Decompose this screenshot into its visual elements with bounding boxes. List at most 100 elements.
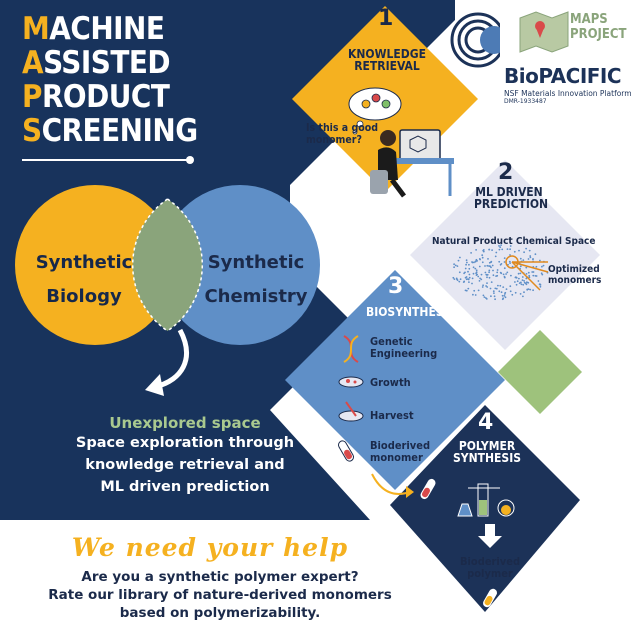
- scatter-dot: [481, 261, 484, 264]
- scatter-dot: [477, 275, 480, 278]
- step-3-item-harvest: Harvest: [370, 409, 414, 422]
- scatter-dot: [452, 276, 455, 279]
- step-2-title: ML DRIVEN PREDICTION: [474, 185, 549, 211]
- scatter-dot: [470, 252, 472, 254]
- scatter-dot: [488, 265, 490, 267]
- scatter-dot: [528, 276, 531, 279]
- scatter-dot: [468, 273, 471, 276]
- scatter-dot: [495, 275, 497, 277]
- biopacific-code: DMR-1933487: [504, 98, 547, 105]
- scatter-dot: [499, 246, 502, 249]
- scatter-dot: [482, 284, 484, 287]
- scatter-dot: [509, 248, 511, 251]
- scatter-dot: [528, 274, 531, 277]
- scatter-dot: [500, 291, 503, 294]
- scatter-dot: [459, 278, 462, 281]
- scatter-dot: [492, 290, 495, 293]
- scatter-dot: [475, 249, 477, 251]
- scatter-dot: [481, 286, 484, 288]
- map-icon: [519, 11, 569, 53]
- scatter-dot: [522, 259, 525, 261]
- scatter-dot: [490, 260, 493, 263]
- navy-panel-base: [0, 500, 300, 520]
- step-2-callout: Optimized monomers: [548, 264, 602, 286]
- scatter-dot: [500, 263, 503, 265]
- scatter-dot: [481, 256, 484, 259]
- scatter-dot: [467, 278, 470, 281]
- scatter-dot: [474, 267, 477, 270]
- decorative-diamond: [498, 330, 582, 414]
- scatter-dot: [506, 248, 509, 251]
- flow-arrow-3-to-4: [371, 473, 411, 495]
- lab-glassware-icon: [457, 483, 515, 517]
- scatter-dot: [519, 272, 522, 275]
- scatter-dot: [479, 277, 481, 280]
- scatter-dot: [532, 274, 535, 277]
- scatter-dot: [486, 276, 488, 279]
- scatter-dot: [473, 289, 476, 292]
- scatter-dot: [534, 275, 537, 277]
- venn-arrow-head: [145, 374, 164, 396]
- scatter-dot: [491, 249, 493, 252]
- scatter-dot: [472, 293, 474, 296]
- scatter-dot: [488, 276, 491, 279]
- scatter-dot: [528, 249, 531, 252]
- venn-label-biology: Synthetic Biology: [35, 252, 133, 307]
- scatter-dot: [490, 281, 493, 283]
- scatter-dot: [467, 287, 470, 290]
- scatter-dot: [525, 247, 527, 250]
- scatter-dot: [458, 271, 461, 274]
- optimized-arrows: [505, 255, 549, 291]
- venn-curved-arrow: [157, 328, 189, 389]
- scatter-dot: [482, 294, 485, 297]
- scatter-dot: [467, 270, 469, 273]
- scatter-dot: [468, 267, 471, 270]
- scatter-dot: [464, 271, 466, 274]
- step-2-subtitle: Natural Product Chemical Space: [432, 236, 596, 247]
- concentric-circles-logo-icon: [450, 12, 520, 68]
- venn-circle-biology: [15, 185, 175, 345]
- scatter-dot: [529, 256, 532, 259]
- scatter-dot: [488, 269, 491, 272]
- venn-overlap-outline: [132, 198, 168, 332]
- scatter-dot: [453, 263, 455, 266]
- flow-arrow-head: [406, 486, 414, 498]
- unexplored-title: Unexplored space: [109, 414, 261, 432]
- scatter-dot: [518, 249, 520, 252]
- step-3-number: 3: [388, 274, 404, 299]
- scatter-dot: [474, 294, 477, 296]
- scatter-dot: [539, 283, 541, 286]
- scatter-dot: [466, 261, 468, 264]
- scatter-dot: [509, 245, 512, 247]
- scatter-dot: [478, 280, 481, 282]
- scatter-dot: [519, 257, 522, 260]
- scatter-dot: [522, 295, 524, 298]
- scatter-dot: [493, 295, 496, 298]
- scatter-dot: [485, 285, 487, 287]
- scatter-dot: [468, 276, 471, 279]
- scatter-dot: [510, 274, 512, 277]
- scatter-dot: [501, 248, 504, 251]
- scatter-dot: [502, 286, 505, 288]
- scatter-dot: [500, 272, 503, 275]
- test-tube-icon-small: [420, 478, 436, 500]
- scatter-dot: [486, 282, 488, 284]
- scatter-dot: [455, 277, 458, 280]
- scatter-dot: [495, 287, 498, 290]
- scatter-dot: [531, 271, 534, 273]
- scatter-dot: [489, 287, 492, 290]
- scatter-dot: [519, 265, 522, 268]
- harvest-dish-icon: [338, 401, 364, 422]
- step-1-question: Is this a good monomer?: [306, 122, 378, 146]
- scatter-dot: [511, 293, 514, 296]
- scatter-dot: [504, 296, 507, 299]
- scatter-dot: [522, 283, 525, 286]
- title-row: PRODUCT: [22, 79, 170, 115]
- scatter-dot: [492, 269, 494, 272]
- scatter-dot: [486, 264, 489, 267]
- scatter-dot: [529, 255, 532, 257]
- scatter-dot: [529, 288, 532, 291]
- scatter-dot: [537, 280, 540, 282]
- test-tube-icon: [338, 440, 354, 462]
